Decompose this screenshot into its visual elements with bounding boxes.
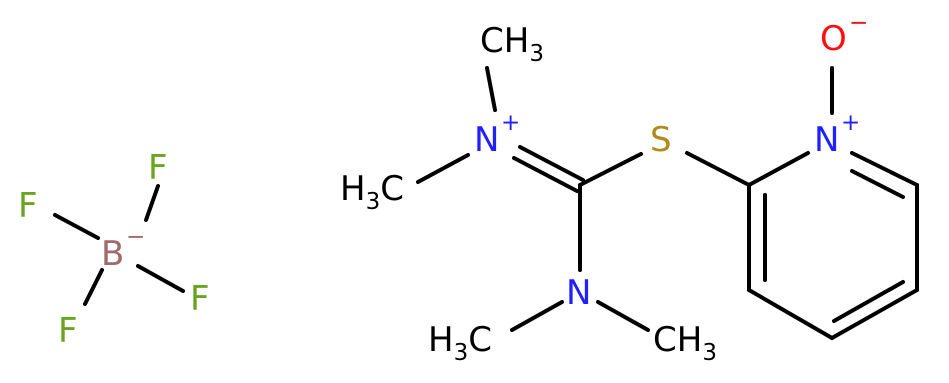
methyl-left-main: C [380,169,404,209]
fluorine-left-label: F [18,186,38,226]
pyridine-charge: + [841,110,860,136]
pyridine-n-label: N [814,120,839,160]
bond-n1-ch3-left [416,153,470,184]
methyl-bottom-right-sub: 3 [702,340,717,366]
sulfur-label: S [650,120,672,160]
fluorine-top-label: F [148,148,168,188]
amine-n-label: N [566,273,591,313]
fluorine-right-label: F [190,279,210,319]
bond-c-s [578,152,643,187]
methyl-left-label: H3C [340,169,404,215]
bond-s-c2 [685,151,751,187]
oxide-charge: − [849,10,868,36]
methyl-left-pre: H [340,169,366,209]
bond-n-ring-c6 [850,151,919,187]
bond-n1-c-double-a [518,145,585,182]
iminium-n-label: N [474,120,499,160]
bond-b-f-left [53,213,100,240]
methyl-bottom-right-main: CH [653,320,702,360]
bond-b-f-top [144,184,160,222]
bond-c5-c4 [830,288,919,340]
methyl-top-label: CH3 [480,21,544,67]
methyl-left-sub: 3 [366,189,381,215]
iminium-charge: + [501,110,520,136]
bond-n2-ch3-left [510,300,564,332]
bond-c5-c4-inner [832,280,905,323]
cation-bonds [416,66,919,340]
bond-n2-ch3-right [596,300,650,332]
methyl-top-main: CH [480,21,529,61]
bond-c2-n-ring [747,151,810,187]
fluorine-bottom-label: F [58,311,78,351]
methyl-bottom-left-main: C [468,320,492,360]
bond-n1-ch3-top [485,66,497,112]
bond-n1-c-double-b [512,156,579,193]
methyl-bottom-left-label: H3C [428,320,492,366]
methyl-top-sub: 3 [529,41,544,67]
bond-b-f-right [136,264,185,293]
methyl-bottom-right-label: CH3 [653,320,717,366]
boron-label: B [101,234,124,274]
bf4-bonds [53,184,185,306]
methyl-bottom-left-pre: H [428,320,454,360]
bond-c4-c3 [747,288,834,340]
boron-charge: − [126,224,145,250]
cation-labels: CH3 H3C N + S N H3C CH3 N + O − [340,10,868,366]
methyl-bottom-left-sub: 3 [454,340,469,366]
bond-n-ring-c6-inner [850,169,905,199]
bond-b-f-bottom [83,268,104,306]
oxide-o-label: O [820,19,847,59]
bf4-labels: B − F F F F [18,148,210,351]
